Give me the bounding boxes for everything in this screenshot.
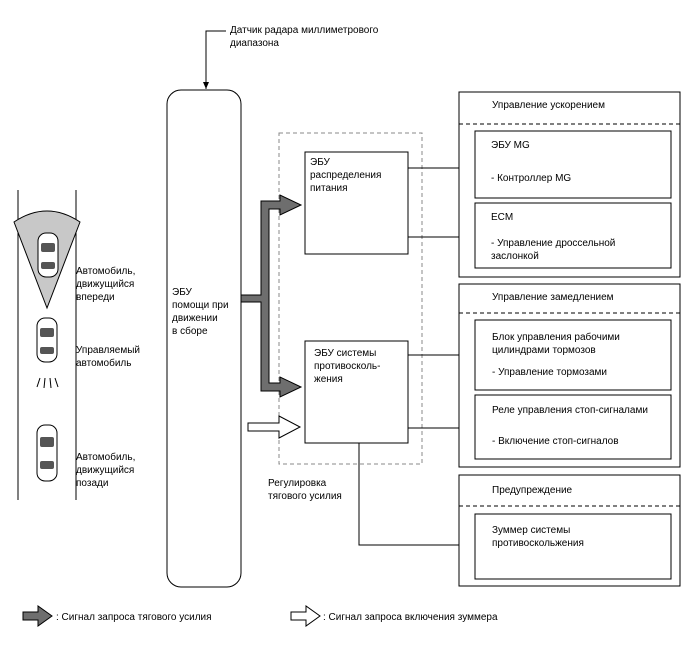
ecm-box bbox=[474, 202, 672, 269]
stop-lamp-relay-title: Реле управления стоп-сигналами bbox=[492, 405, 648, 416]
own-car-icon bbox=[36, 317, 59, 389]
buzzer-title: Зуммер системы противоскольжения bbox=[492, 525, 584, 549]
driving-assist-ecu-box bbox=[166, 89, 242, 588]
radar-sensor-label: Датчик радара миллиметрового диапазона bbox=[230, 25, 381, 49]
vehicle-own-label: Управляемый автомобиль bbox=[76, 345, 143, 369]
traction-request-arrow bbox=[240, 194, 303, 398]
arrow-to-buzzer bbox=[358, 443, 473, 548]
buzzer-request-arrow bbox=[247, 415, 302, 439]
road-illustration bbox=[13, 190, 81, 500]
vehicle-front-label: Автомобиль, движущийся впереди bbox=[76, 265, 138, 303]
traction-control-frame bbox=[278, 132, 423, 465]
ecm-title: ECM bbox=[491, 212, 513, 223]
legend-traction-label: : Сигнал запроса тягового усилия bbox=[56, 612, 212, 623]
front-car-icon bbox=[37, 232, 59, 278]
stop-lamp-relay-box bbox=[474, 394, 672, 460]
anti-collision-ecu-box bbox=[304, 340, 409, 444]
deceleration-control-group: Управление замедлением Блок управления р… bbox=[458, 283, 681, 468]
mg-ecu-box bbox=[474, 130, 672, 199]
stop-lamp-relay-detail: - Включение стоп-сигналов bbox=[492, 436, 619, 447]
buzzer-box bbox=[474, 513, 672, 580]
vehicle-rear-label: Автомобиль, движущийся позади bbox=[76, 451, 138, 489]
driving-assist-ecu-label: ЭБУ помощи при движении в сборе bbox=[172, 287, 231, 337]
acceleration-control-group: Управление ускорением ЭБУ MG - Контролле… bbox=[458, 91, 681, 278]
legend: : Сигнал запроса тягового усилия : Сигна… bbox=[22, 605, 498, 627]
anti-collision-ecu-label: ЭБУ системы противосколь- жения bbox=[314, 348, 383, 385]
power-distribution-ecu-box bbox=[304, 151, 409, 255]
brake-cylinder-unit-detail: - Управление тормозами bbox=[492, 367, 607, 378]
ecm-detail: - Управление дроссельной заслонкой bbox=[491, 238, 618, 262]
legend-buzzer-arrow-icon bbox=[290, 605, 321, 627]
traction-control-label: Регулировка тягового усилия bbox=[268, 478, 342, 502]
power-distribution-ecu-label: ЭБУ распределения питания bbox=[310, 157, 384, 194]
mg-ecu-detail: - Контроллер MG bbox=[491, 173, 571, 184]
rear-car-icon bbox=[36, 424, 58, 482]
mg-ecu-title: ЭБУ MG bbox=[491, 140, 530, 151]
legend-traction-arrow-icon bbox=[22, 605, 53, 627]
deceleration-control-title: Управление замедлением bbox=[492, 292, 614, 303]
brake-cylinder-unit-box bbox=[474, 319, 672, 391]
radar-signal-arrow bbox=[203, 30, 226, 89]
legend-buzzer-label: : Сигнал запроса включения зуммера bbox=[323, 612, 498, 623]
warning-title: Предупреждение bbox=[492, 485, 573, 496]
brake-cylinder-unit-title: Блок управления рабочими цилиндрами торм… bbox=[492, 331, 623, 356]
acceleration-control-title: Управление ускорением bbox=[492, 100, 605, 111]
warning-group: Предупреждение Зуммер системы противоско… bbox=[458, 474, 681, 587]
